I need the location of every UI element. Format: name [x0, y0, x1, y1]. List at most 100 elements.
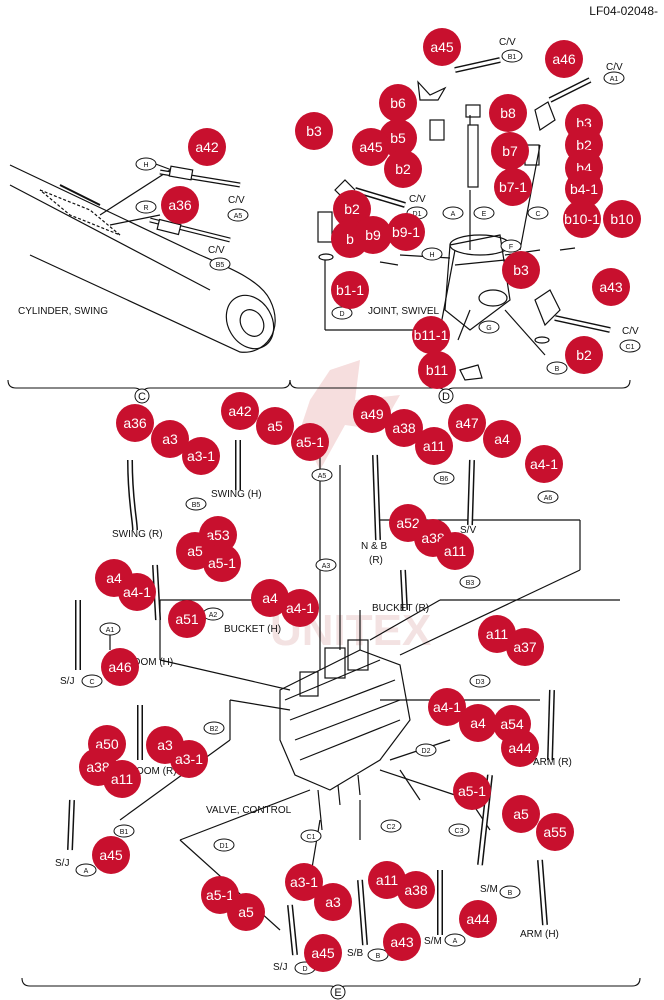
callout-circle	[227, 893, 265, 931]
callout-label: a44	[466, 911, 490, 927]
callout-circle	[397, 871, 435, 909]
hose-label-l4: C/V	[208, 245, 225, 256]
callout-c2: a36	[161, 186, 199, 224]
connection-tag-t30: A	[75, 863, 97, 877]
callout-c49: a51	[168, 600, 206, 638]
callout-circle	[565, 170, 603, 208]
tag-outline	[527, 206, 549, 220]
hose-label-l16: OOM (R)	[136, 766, 177, 777]
callout-circle	[161, 186, 199, 224]
tag-text: A	[453, 938, 458, 945]
callout-label: a11	[444, 543, 467, 559]
callout-c4: a46	[545, 40, 583, 78]
caption-cylinder-swing: CYLINDER, SWING	[18, 306, 108, 317]
callout-circle	[428, 688, 466, 726]
callout-c76: a45	[304, 934, 342, 972]
hose-label-l14: BOOM (H)	[126, 657, 173, 668]
tag-outline	[546, 361, 568, 375]
callout-circle	[188, 128, 226, 166]
tag-outline	[300, 829, 322, 843]
callout-label: a4-1	[530, 456, 558, 472]
tag-text: C3	[455, 828, 464, 835]
tag-text: C2	[387, 824, 396, 831]
callout-label: a5	[187, 543, 203, 559]
callout-label: a4	[470, 715, 486, 731]
callout-label: a5-1	[458, 783, 486, 799]
tag-text: D	[302, 966, 307, 973]
callout-c38: a47	[448, 404, 486, 442]
callout-c24: b1-1	[331, 271, 369, 309]
callout-c31: a3-1	[182, 437, 220, 475]
caption-valve-control: VALVE, CONTROL	[206, 805, 292, 816]
tag-text: A5	[234, 213, 243, 220]
tag-outline	[99, 622, 121, 636]
tag-text: C1	[626, 344, 635, 351]
callout-label: a38	[392, 420, 416, 436]
callout-label: b7	[502, 143, 518, 159]
callout-label: a43	[390, 934, 414, 950]
callout-circle	[459, 900, 497, 938]
callout-circle	[314, 883, 352, 921]
callout-label: a45	[430, 39, 454, 55]
callout-circle	[459, 704, 497, 742]
section-letter-d: D	[438, 388, 454, 404]
tag-text: B2	[210, 726, 219, 733]
connection-tag-t4: B5	[209, 257, 231, 271]
tag-text: B6	[440, 476, 449, 483]
callout-label: a5	[238, 904, 254, 920]
callout-c1: a42	[188, 128, 226, 166]
connection-tag-t31: C3	[448, 823, 470, 837]
connection-tag-t12: F	[500, 239, 522, 253]
callout-circle	[592, 268, 630, 306]
callout-circle	[103, 760, 141, 798]
callout-circle	[494, 168, 532, 206]
callout-c54: a37	[506, 628, 544, 666]
callout-c33: a5	[256, 407, 294, 445]
tag-outline	[415, 743, 437, 757]
callout-circle	[563, 200, 601, 238]
tag-text: R	[143, 205, 148, 212]
callout-label: a38	[404, 882, 428, 898]
tag-outline	[135, 157, 157, 171]
callout-c3: a45	[423, 28, 461, 66]
callout-c74: a44	[459, 900, 497, 938]
callout-circle	[92, 836, 130, 874]
callout-c35: a49	[353, 395, 391, 433]
callout-circle	[352, 128, 390, 166]
callout-label: a55	[543, 824, 567, 840]
callout-circle	[387, 213, 425, 251]
callout-label: a5	[267, 418, 283, 434]
tag-outline	[135, 200, 157, 214]
callout-label: a3-1	[175, 751, 203, 767]
svg-text:D: D	[442, 391, 450, 403]
connection-tag-t25: C	[81, 674, 103, 688]
connection-tag-t20: A6	[537, 490, 559, 504]
connection-tag-t14: G	[478, 320, 500, 334]
callout-label: a5-1	[208, 555, 236, 571]
callout-circle	[525, 445, 563, 483]
tag-outline	[478, 320, 500, 334]
callout-circle	[385, 409, 423, 447]
callout-circle	[448, 404, 486, 442]
callout-circle	[285, 863, 323, 901]
callout-circle	[501, 729, 539, 767]
hose-label-l6: C/V	[622, 326, 639, 337]
callout-label: a43	[599, 279, 623, 295]
tag-text: E	[482, 211, 487, 218]
tag-outline	[380, 819, 402, 833]
hose-label-l23: S/M	[424, 936, 442, 947]
callout-c75: a43	[383, 923, 421, 961]
callout-circle	[453, 772, 491, 810]
svg-text:C: C	[138, 391, 146, 403]
callout-label: b9	[365, 227, 381, 243]
callout-c34: a5-1	[291, 423, 329, 461]
hose-label-l15: S/J	[60, 676, 74, 687]
callout-circle	[101, 648, 139, 686]
callout-label: b7-1	[499, 179, 527, 195]
callout-c43: a5-1	[203, 544, 241, 582]
tag-outline	[499, 885, 521, 899]
connection-tag-t24: A1	[99, 622, 121, 636]
callout-label: a52	[396, 515, 420, 531]
callout-c23: b3	[502, 251, 540, 289]
callout-circle	[491, 132, 529, 170]
